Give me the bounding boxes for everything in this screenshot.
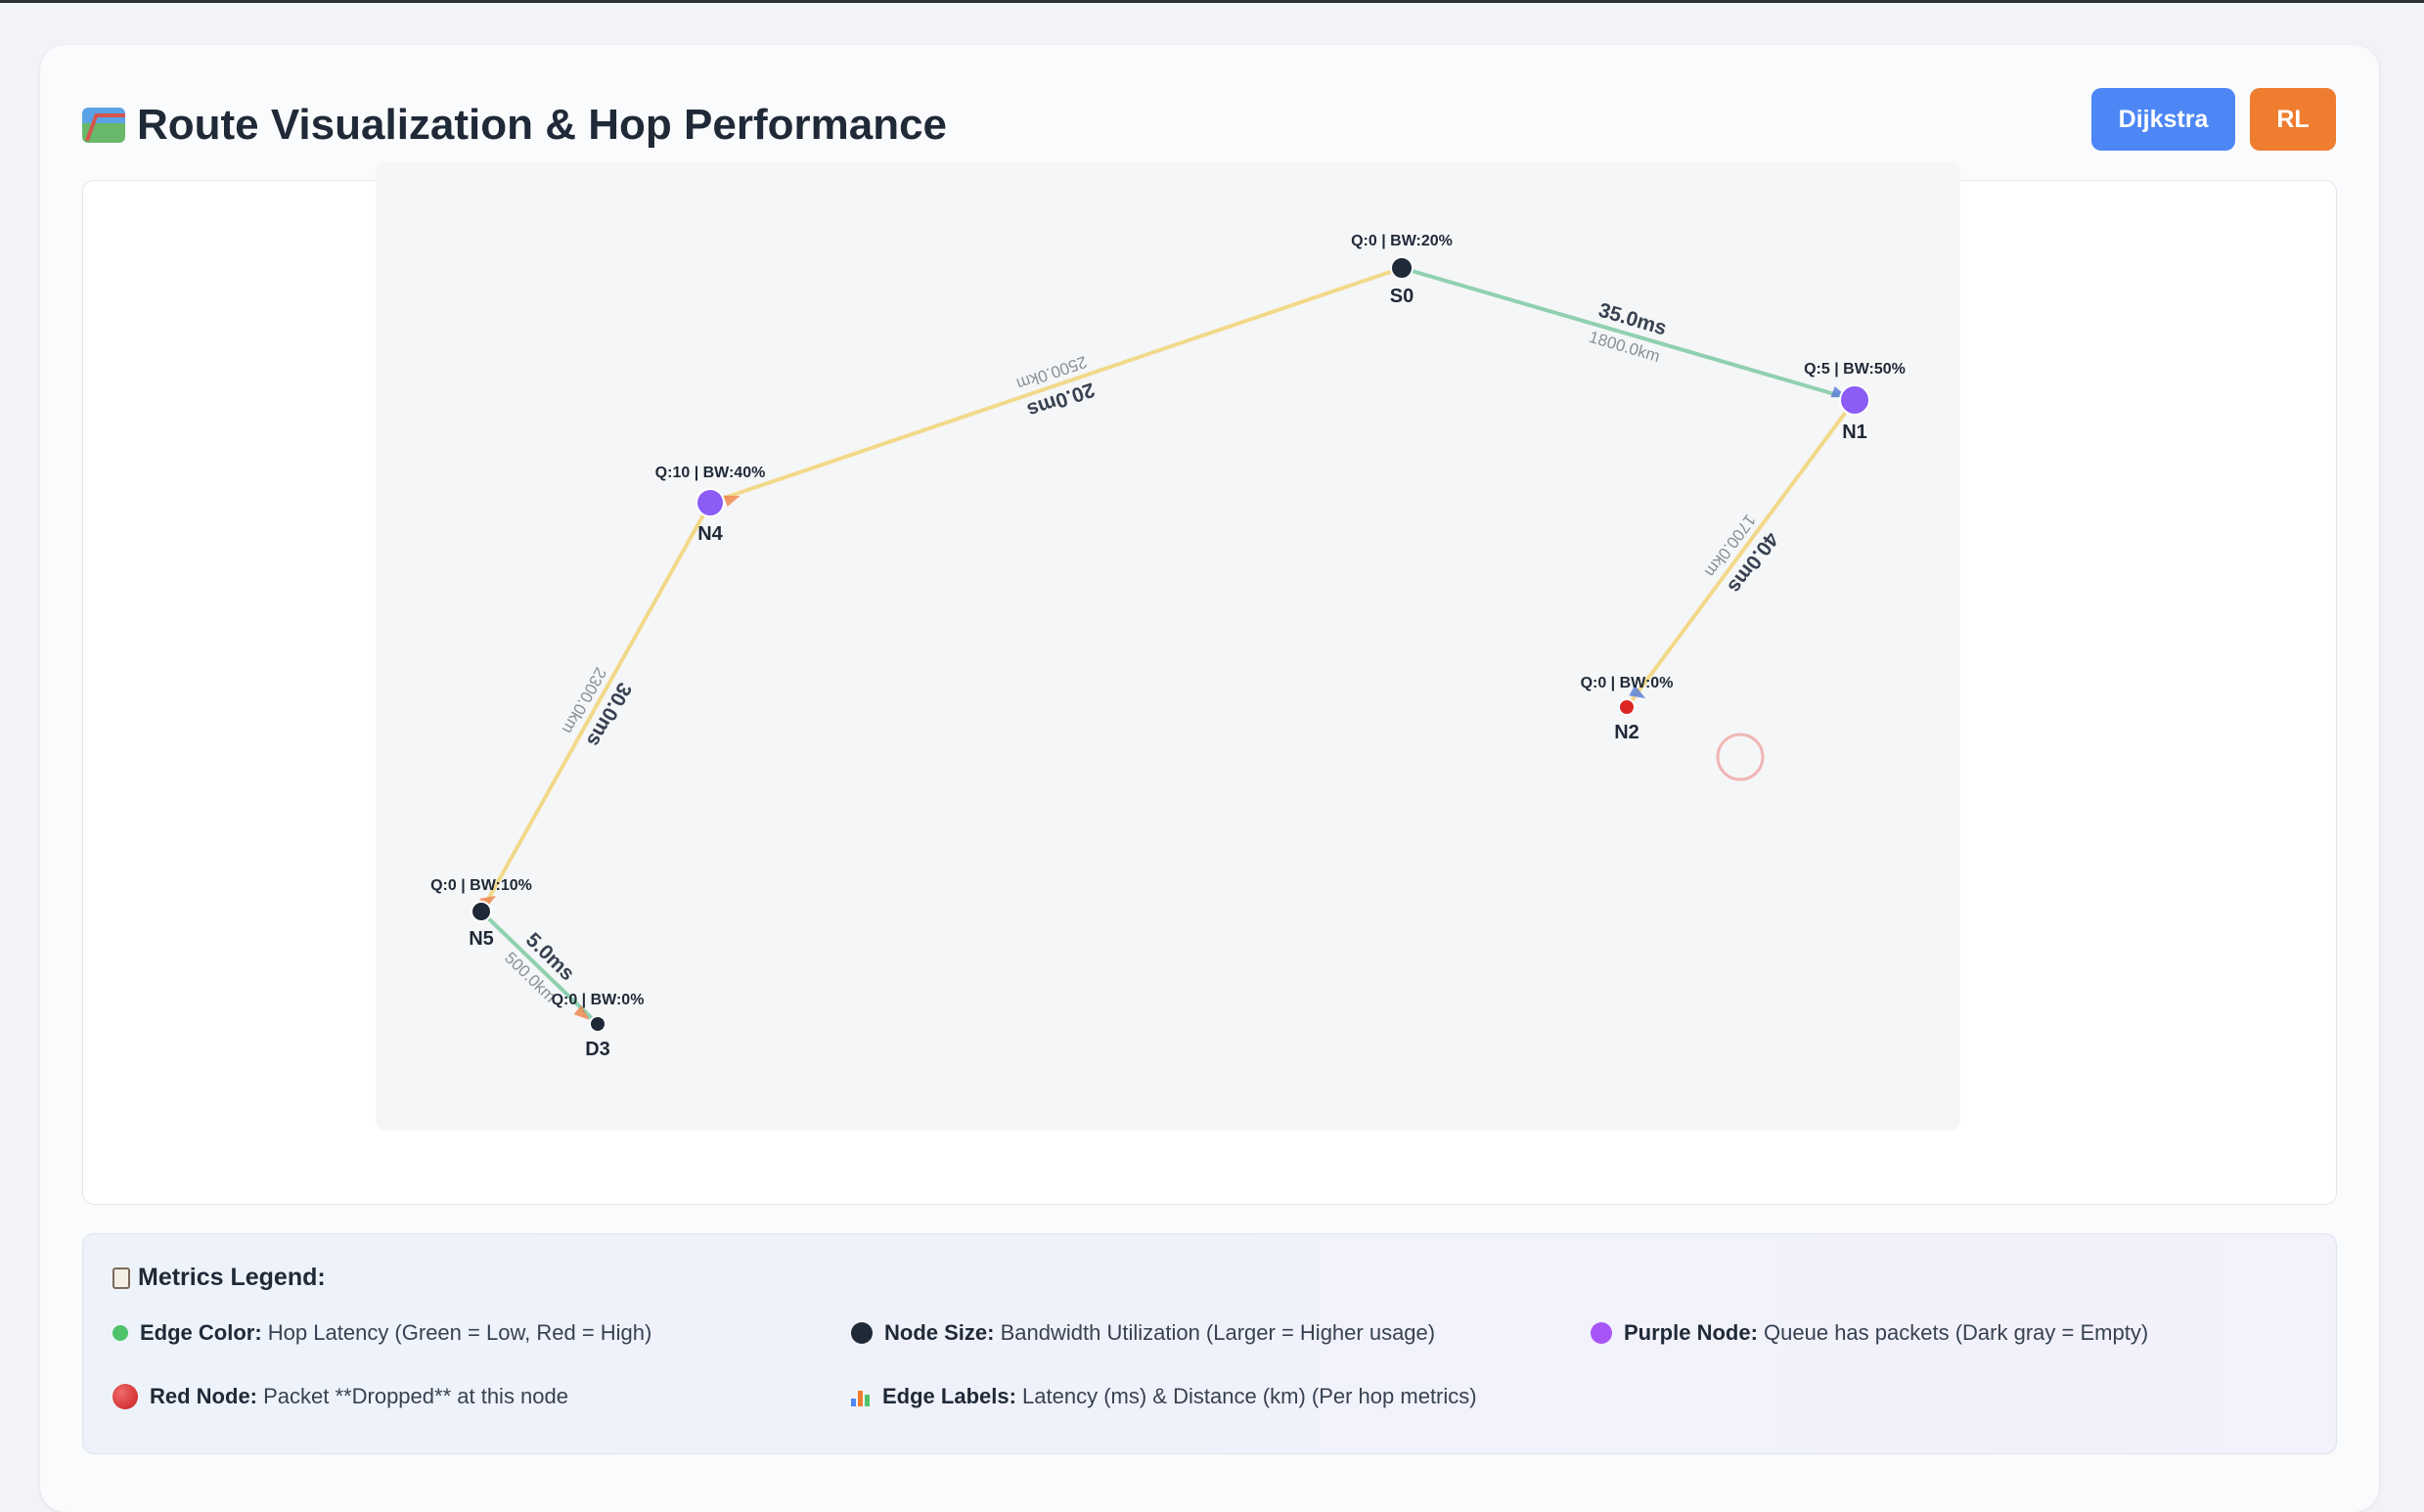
legend-item-purple-node: Purple Node: Queue has packets (Dark gra… [1591,1320,2148,1346]
node-n4[interactable]: Q:10 | BW:40% N4 [655,465,766,545]
node-circle [1618,698,1636,716]
node-circle [471,901,492,922]
page-title-text: Route Visualization & Hop Performance [137,101,948,149]
legend-key: Edge Labels: [882,1384,1016,1408]
legend-text: Packet **Dropped** at this node [263,1384,568,1408]
node-id-label: D3 [585,1039,610,1060]
cursor-indicator [1716,733,1765,781]
node-n1[interactable]: Q:5 | BW:50% N1 [1804,361,1906,443]
edge-direction-marker [573,1004,590,1020]
edge-line [1400,266,1857,402]
node-metrics-label: Q:10 | BW:40% [655,465,766,481]
legend-item-red-node: Red Node: Packet **Dropped** at this nod… [112,1384,568,1409]
node-circle [696,488,725,517]
legend-key: Red Node: [150,1384,257,1408]
purple-dot-icon [1591,1322,1612,1344]
edge-direction-marker [723,495,741,508]
legend-item-node-size: Node Size: Bandwidth Utilization (Larger… [851,1320,1435,1346]
node-circle [1390,256,1414,280]
legend-title-text: Metrics Legend: [138,1264,326,1291]
edge-direction-marker [1629,685,1646,698]
edge-line [708,266,1404,505]
legend-text: Hop Latency (Green = Low, Red = High) [267,1320,652,1345]
page-title: Route Visualization & Hop Performance [82,96,947,155]
node-id-label: N5 [469,928,494,950]
clipboard-icon [112,1267,130,1289]
green-dot-icon [112,1325,128,1341]
metrics-legend: Metrics Legend: Edge Color: Hop Latency … [82,1233,2337,1454]
node-id-label: N1 [1842,422,1867,443]
red-dot-icon [112,1384,138,1409]
edge-line [1625,398,1857,709]
legend-key: Node Size: [884,1320,995,1345]
node-metrics-label: Q:0 | BW:10% [430,877,532,894]
node-circle [1839,384,1870,416]
map-icon [82,108,125,143]
node-circle [589,1015,606,1033]
legend-key: Purple Node: [1624,1320,1758,1345]
dijkstra-button[interactable]: Dijkstra [2091,88,2235,151]
rl-button[interactable]: RL [2250,88,2336,151]
node-metrics-label: Q:0 | BW:0% [552,992,645,1008]
node-metrics-label: Q:5 | BW:50% [1804,361,1906,378]
legend-title: Metrics Legend: [112,1264,326,1292]
bar-chart-icon [851,1387,871,1406]
node-d3[interactable]: Q:0 | BW:0% D3 [552,992,645,1060]
black-dot-icon [851,1322,873,1344]
window-top-edge [0,0,2424,3]
legend-text: Bandwidth Utilization (Larger = Higher u… [1000,1320,1436,1345]
node-metrics-label: Q:0 | BW:0% [1581,675,1674,691]
node-n5[interactable]: Q:0 | BW:10% N5 [430,877,532,950]
edge-line [479,910,600,1026]
node-n2[interactable]: Q:0 | BW:0% N2 [1581,675,1674,743]
legend-text: Queue has packets (Dark gray = Empty) [1764,1320,2149,1345]
legend-item-edge-color: Edge Color: Hop Latency (Green = Low, Re… [112,1320,651,1346]
node-s0[interactable]: Q:0 | BW:20% S0 [1351,233,1453,307]
edge-line [479,501,712,913]
legend-item-edge-labels: Edge Labels: Latency (ms) & Distance (km… [851,1384,1477,1409]
legend-text: Latency (ms) & Distance (km) (Per hop me… [1022,1384,1477,1408]
node-id-label: N4 [697,523,723,545]
node-id-label: S0 [1390,286,1414,307]
legend-key: Edge Color: [140,1320,262,1345]
node-metrics-label: Q:0 | BW:20% [1351,233,1453,249]
node-id-label: N2 [1614,722,1639,743]
